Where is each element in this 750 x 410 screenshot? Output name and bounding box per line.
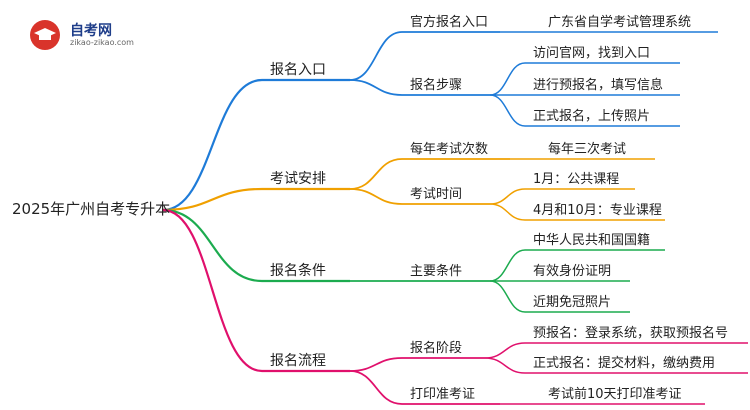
connector-line [162,187,263,212]
leaf-topic: 考试前10天打印准考证 [548,386,682,402]
root-topic: 2025年广州自考专升本 [12,200,170,218]
leaf-topic: 4月和10月：专业课程 [533,203,662,218]
connector-line [489,188,526,205]
leaf-topic: 访问官网，找到入口 [533,45,650,61]
leaf-topic: 1月：公共课程 [533,172,619,187]
leaf-topic: 近期免冠照片 [533,295,611,310]
leaf-topic: 每年三次考试 [548,141,626,157]
connector-line [349,188,403,205]
connector-line [349,370,403,405]
leaf-topic: 中华人民共和国国籍 [533,232,650,248]
branch-topic: 报名流程 [270,353,326,369]
connector-line [349,79,403,96]
connector-line [489,62,526,96]
site-logo: 自考网 zikao-zikao.com [30,16,150,56]
subtopic: 打印准考证 [410,387,475,402]
leaf-topic: 预报名：登录系统，获取预报名号 [533,325,728,341]
connector-line [349,357,403,372]
connectors [162,31,748,405]
subtopic: 官方报名入口 [410,14,488,30]
connector-line [484,342,526,359]
subtopic: 考试时间 [410,187,462,202]
branch-topic: 报名条件 [270,262,326,279]
branch-topic: 考试安排 [270,171,326,187]
subtopic: 每年考试次数 [410,141,488,157]
subtopic: 报名步骤 [410,77,462,93]
connector-line [349,158,403,190]
leaf-topic: 正式报名：提交材料，缴纳费用 [533,355,715,371]
logo-name: 自考网 [70,23,112,39]
leaf-topic: 正式报名，上传照片 [533,108,650,124]
leaf-topic: 广东省自学考试管理系统 [548,14,691,30]
subtopic: 主要条件 [410,263,462,279]
connector-line [489,203,526,221]
connector-line [489,249,526,282]
branch-topic: 报名入口 [270,62,326,78]
connector-line [162,208,263,283]
leaf-topic: 进行预报名，填写信息 [533,77,663,93]
connector-line [162,208,263,373]
subtopic: 报名阶段 [410,340,462,356]
leaf-topic: 有效身份证明 [533,263,611,279]
logo-url: zikao-zikao.com [70,38,134,47]
connector-line [489,280,526,313]
connector-line [484,357,526,374]
graduation-cap-icon [30,20,60,50]
connector-line [349,31,403,81]
connector-line [162,78,263,212]
connector-line [489,94,526,127]
